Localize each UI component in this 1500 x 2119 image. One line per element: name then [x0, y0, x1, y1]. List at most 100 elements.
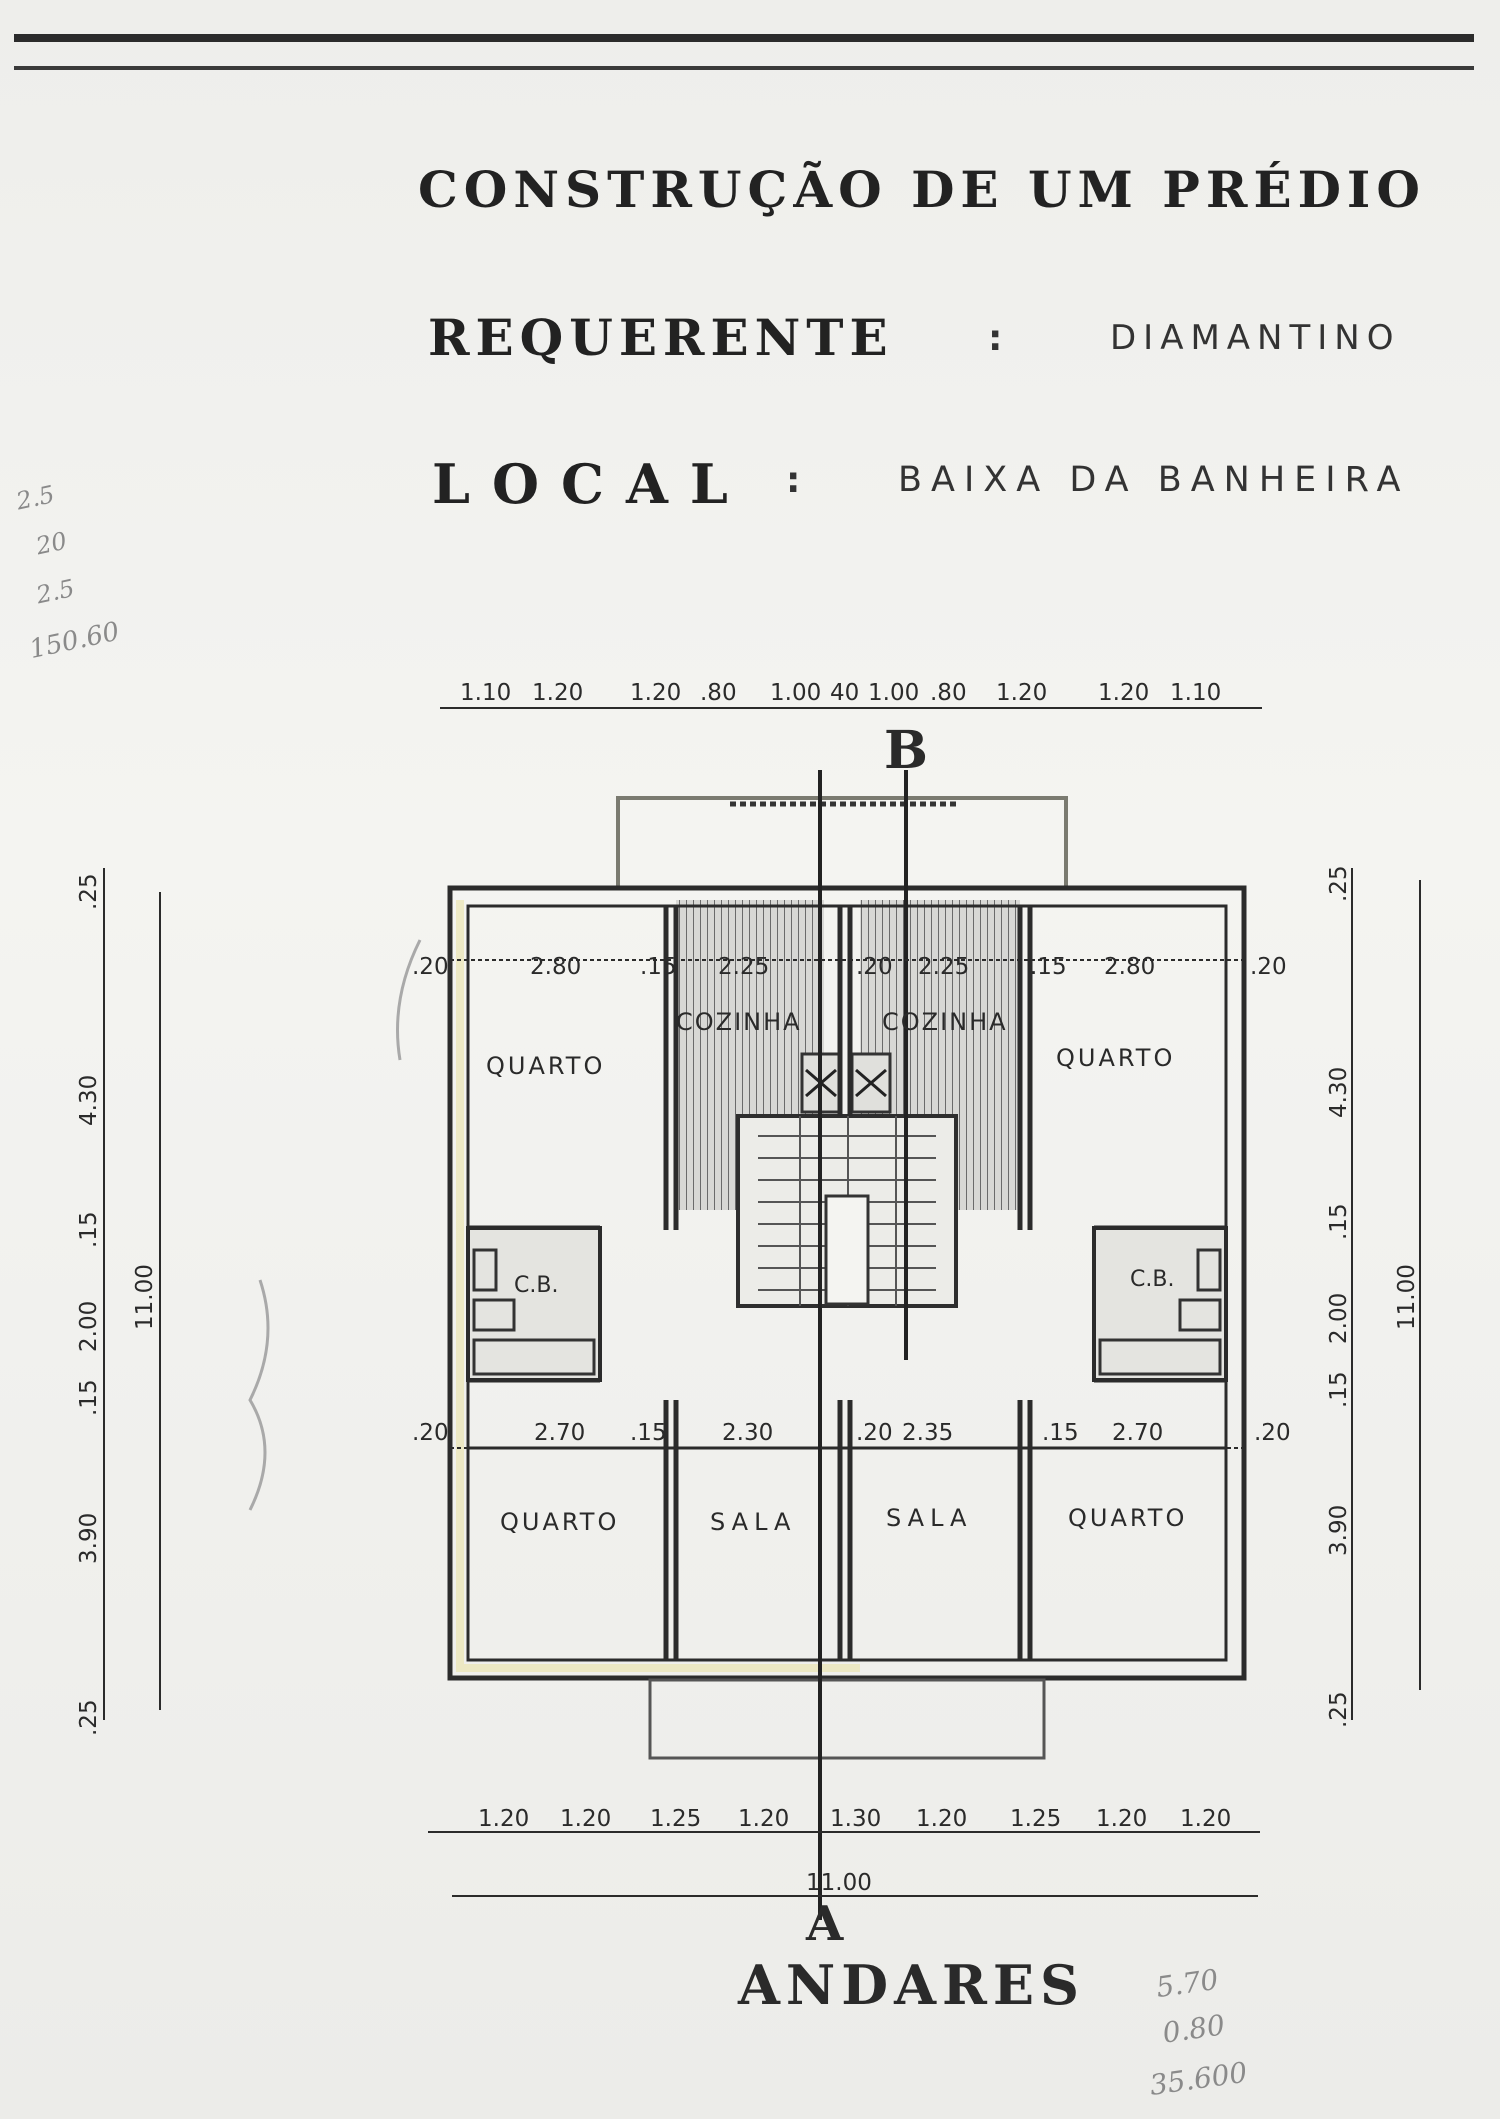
local-separator: : — [786, 460, 808, 501]
dim-bottom-2: 1.25 — [650, 1806, 701, 1832]
room-cozinha-right: COZINHA — [882, 1008, 1008, 1036]
dim-top-6: 1.00 — [868, 680, 919, 706]
dim-bottom-7: 1.20 — [1096, 1806, 1147, 1832]
stove-icon — [800, 1052, 892, 1114]
handwritten-notes-left: 2.5 20 2.5 150.60 — [13, 480, 122, 665]
front-step — [648, 1678, 1046, 1760]
dim-top-9: 1.20 — [1098, 680, 1149, 706]
dim-right-1: 4.30 — [1326, 1067, 1352, 1118]
dim-lower-7: 2.70 — [1112, 1420, 1163, 1446]
dim-right-0: .25 — [1326, 865, 1352, 902]
handwritten-notes-bottom: 5.70 0.80 35.600 — [1148, 1963, 1250, 2102]
dim-left-6: .25 — [76, 1699, 102, 1736]
dim-left-5: 3.90 — [76, 1513, 102, 1564]
hand-note-7: 35.600 — [1148, 2056, 1250, 2102]
top-balcony — [616, 796, 1068, 890]
drawing-title: CONSTRUÇÃO DE UM PRÉDIO — [418, 160, 1426, 219]
dim-top-2: 1.20 — [630, 680, 681, 706]
dim-lower-1: 2.70 — [534, 1420, 585, 1446]
dim-bottom-1: 1.20 — [560, 1806, 611, 1832]
local-value: BAIXA DA BANHEIRA — [898, 460, 1410, 500]
bathroom-fixtures — [472, 1248, 1222, 1376]
dim-right-5: 3.90 — [1326, 1505, 1352, 1556]
dim-total-width: 11.00 — [806, 1870, 872, 1896]
dim-upper-5: 2.25 — [918, 954, 969, 980]
dim-top-5: 40 — [830, 680, 859, 706]
dim-top-1: 1.20 — [532, 680, 583, 706]
dim-upper-4: .20 — [856, 954, 893, 980]
dim-left-total: 11.00 — [132, 1264, 158, 1330]
bathroom-right — [1092, 1226, 1228, 1382]
dim-top-10: 1.10 — [1170, 680, 1221, 706]
room-quarto-top-right: QUARTO — [1056, 1044, 1175, 1072]
dim-right-total: 11.00 — [1394, 1264, 1420, 1330]
pencil-scribble-2 — [396, 939, 422, 1061]
hand-note-6: 0.80 — [1160, 2008, 1226, 2049]
dim-lower-4: .20 — [856, 1420, 893, 1446]
dim-top-8: 1.20 — [996, 680, 1047, 706]
pencil-scribble — [248, 1279, 270, 1511]
dim-top-4: 1.00 — [770, 680, 821, 706]
room-cozinha-left: COZINHA — [676, 1008, 802, 1036]
hand-note-2: 20 — [33, 527, 70, 561]
dim-lower-0: .20 — [412, 1420, 449, 1446]
dim-right-2: .15 — [1326, 1203, 1352, 1240]
dim-upper-0: .20 — [412, 954, 449, 980]
dim-left-1: 4.30 — [76, 1075, 102, 1126]
requerente-separator: : — [988, 318, 1010, 359]
hand-note-3: 2.5 — [33, 574, 77, 610]
dim-left-4: .15 — [76, 1379, 102, 1416]
room-quarto-bottom-left: QUARTO — [500, 1508, 619, 1536]
dim-lower-3: 2.30 — [722, 1420, 773, 1446]
room-sala-right: SALA — [886, 1504, 972, 1532]
dim-right-4: .15 — [1326, 1371, 1352, 1408]
dim-lower-5: 2.35 — [902, 1420, 953, 1446]
room-quarto-top-left: QUARTO — [486, 1052, 605, 1080]
dim-upper-8: .20 — [1250, 954, 1287, 980]
hand-note-4: 150.60 — [27, 617, 122, 665]
dim-bottom-6: 1.25 — [1010, 1806, 1061, 1832]
dim-left-2: .15 — [76, 1211, 102, 1248]
dim-top-3: .80 — [700, 680, 737, 706]
dim-lower-2: .15 — [630, 1420, 667, 1446]
requerente-label: REQUERENTE — [428, 308, 894, 367]
bathroom-left — [466, 1226, 602, 1382]
dim-bottom-0: 1.20 — [478, 1806, 529, 1832]
dim-top-0: 1.10 — [460, 680, 511, 706]
wall-highlight — [456, 900, 860, 1672]
hand-note-1: 2.5 — [13, 480, 57, 516]
dim-upper-6: .15 — [1030, 954, 1067, 980]
section-marker-b: B — [884, 720, 928, 781]
top-border-rule-thin — [14, 66, 1474, 70]
local-label: LOCAL — [432, 452, 750, 516]
dim-right-3: 2.00 — [1326, 1293, 1352, 1344]
dim-bottom-3: 1.20 — [738, 1806, 789, 1832]
dimension-labels: 1.10 1.20 1.20 .80 1.00 40 1.00 .80 1.20 1.20 1.10… — [76, 680, 1420, 1896]
section-marker-a: A — [805, 1896, 844, 1952]
room-wc-right: C.B. — [1130, 1267, 1174, 1292]
room-wc-left: C.B. — [514, 1273, 558, 1298]
dimension-lines — [103, 707, 1421, 1897]
dim-right-6: .25 — [1326, 1691, 1352, 1728]
dim-bottom-5: 1.20 — [916, 1806, 967, 1832]
room-quarto-bottom-right: QUARTO — [1068, 1504, 1187, 1532]
dim-upper-3: 2.25 — [718, 954, 769, 980]
hand-note-5: 5.70 — [1154, 1963, 1220, 2004]
dim-lower-6: .15 — [1042, 1420, 1079, 1446]
room-sala-left: SALA — [710, 1508, 796, 1536]
dim-upper-1: 2.80 — [530, 954, 581, 980]
top-border-rule — [14, 34, 1474, 42]
stair-well — [824, 1194, 870, 1306]
dim-upper-7: 2.80 — [1104, 954, 1155, 980]
plan-caption: ANDARES — [737, 1953, 1085, 2017]
dim-left-0: .25 — [76, 873, 102, 910]
dim-lower-8: .20 — [1254, 1420, 1291, 1446]
dim-bottom-8: 1.20 — [1180, 1806, 1231, 1832]
dim-left-3: 2.00 — [76, 1301, 102, 1352]
dim-upper-2: .15 — [640, 954, 677, 980]
requerente-value: DIAMANTINO — [1110, 318, 1401, 358]
dim-top-7: .80 — [930, 680, 967, 706]
dim-bottom-4: 1.30 — [830, 1806, 881, 1832]
